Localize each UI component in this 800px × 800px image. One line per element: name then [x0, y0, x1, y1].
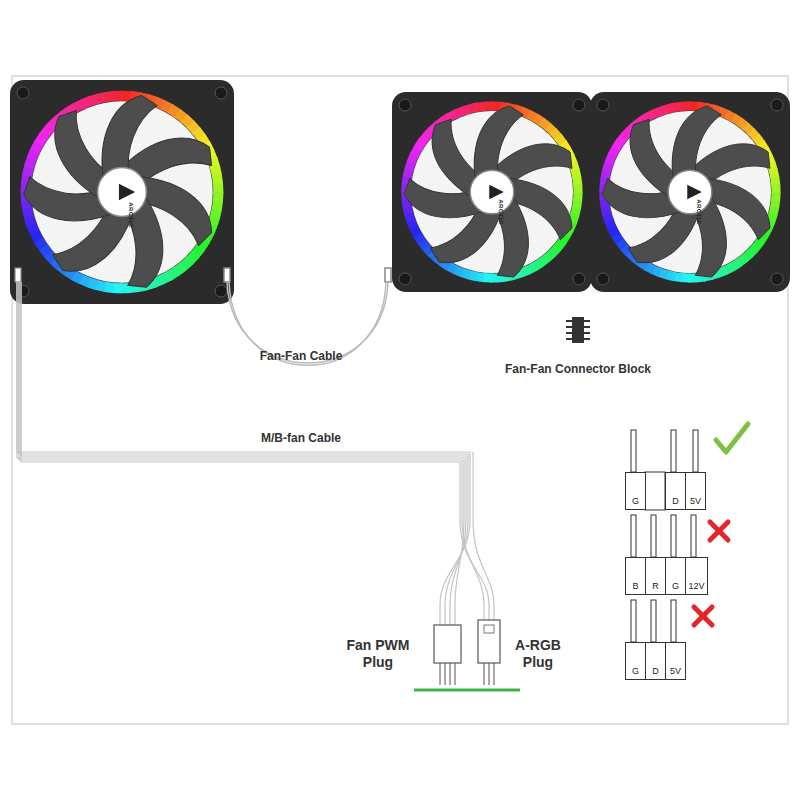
- plugs: [414, 620, 520, 690]
- header-pins: [631, 430, 698, 642]
- fans: [10, 80, 790, 304]
- pin-label: 5V: [670, 666, 681, 679]
- logo-text: ARCTIC: [126, 195, 133, 235]
- pin-label: G: [672, 581, 679, 594]
- pin-cell: R: [645, 557, 666, 595]
- pin-label: G: [632, 666, 639, 679]
- check-mark: [716, 424, 748, 452]
- logo-text: ARCTIC: [496, 192, 503, 232]
- frame: [12, 76, 788, 724]
- pin-label: 5V: [690, 496, 701, 509]
- pin-label: D: [652, 666, 659, 679]
- mb-fan-cable: [15, 268, 494, 625]
- part-label: Fan-Fan Cable: [231, 349, 371, 363]
- fan: [10, 80, 234, 304]
- fan: [392, 92, 592, 292]
- pin-label: G: [632, 496, 639, 509]
- part-label: A-RGB Plug: [505, 637, 571, 671]
- fan: [590, 92, 790, 292]
- logo-text: ARCTIC: [694, 192, 701, 232]
- pin-cell: 12V: [685, 557, 708, 595]
- pin-cell: 5V: [665, 642, 686, 680]
- pin-cell: G: [665, 557, 686, 595]
- pin-label: D: [672, 496, 679, 509]
- pin-label: R: [652, 581, 659, 594]
- part-label: M/B-fan Cable: [231, 431, 371, 445]
- pin-cell: D: [665, 472, 686, 510]
- pin-cell: G: [625, 642, 646, 680]
- pin-label: B: [632, 581, 638, 594]
- pin-cell: B: [625, 557, 646, 595]
- pin-cell: G: [625, 472, 646, 510]
- connector-block-icon: [566, 318, 590, 342]
- fan-fan-cable: [224, 268, 391, 365]
- part-label: Fan PWM Plug: [344, 637, 412, 671]
- part-label: Fan-Fan Connector Block: [478, 362, 678, 376]
- pin-cell: D: [645, 642, 666, 680]
- pin-label: 12V: [688, 581, 704, 594]
- pin-cell: 5V: [685, 472, 706, 510]
